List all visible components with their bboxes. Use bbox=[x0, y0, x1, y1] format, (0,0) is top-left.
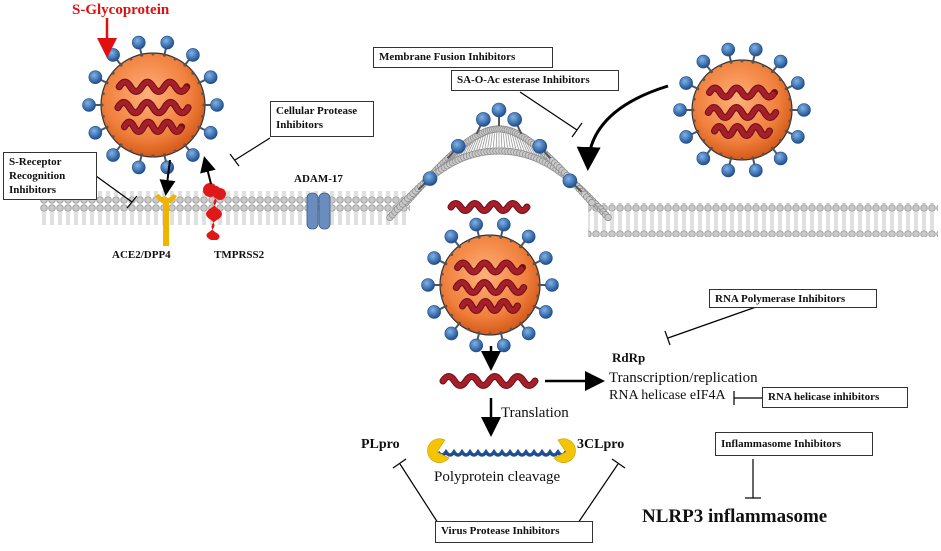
translation-label: Translation bbox=[501, 405, 569, 421]
fusion-arrow bbox=[576, 84, 669, 171]
membrane-bulge bbox=[386, 102, 612, 222]
cellular-protease-inhibitors-box: Cellular Protease Inhibitors bbox=[270, 101, 374, 137]
virus-protease-inhibitors-box: Virus Protease Inhibitors bbox=[435, 521, 593, 543]
rdrp-label: RdRp bbox=[612, 350, 646, 365]
inhibition-lines bbox=[95, 91, 762, 524]
adam17-protein-icon bbox=[306, 192, 331, 230]
plpro-protease-icon bbox=[427, 438, 450, 463]
tmprss2-protease-icon bbox=[203, 183, 226, 240]
inflammasome-inhibitors-box: Inflammasome Inhibitors bbox=[715, 432, 873, 456]
adam17-label: ADAM-17 bbox=[294, 173, 343, 185]
virion-center bbox=[421, 217, 559, 353]
virion-top-left bbox=[82, 35, 224, 175]
polyprotein-chain bbox=[427, 438, 576, 463]
tmprss2-to-virion-arrow bbox=[200, 156, 216, 185]
plpro-label: PLpro bbox=[361, 437, 400, 452]
nlrp3-inflammasome-label: NLRP3 inflammasome bbox=[642, 506, 828, 527]
s-receptor-inhibitors-box: S-Receptor Recognition Inhibitors bbox=[3, 152, 97, 200]
virion-to-ace2-arrow bbox=[159, 159, 176, 196]
membrane-fusion-inhibitors-box: Membrane Fusion Inhibitors bbox=[373, 47, 553, 68]
rna-helicase-inhibitors-box: RNA helicase inhibitors bbox=[762, 387, 908, 408]
3clpro-protease-icon bbox=[553, 438, 576, 463]
3clpro-label: 3CLpro bbox=[577, 437, 625, 452]
rna-helicase-eif4a-label: RNA helicase eIF4A bbox=[609, 388, 726, 403]
transcription-label: Transcription/replication bbox=[609, 370, 758, 386]
cell-membrane-right bbox=[588, 203, 938, 237]
rna-strand-icon bbox=[439, 373, 539, 389]
ace2-receptor-icon bbox=[155, 194, 177, 246]
s-glycoprotein-label: S-Glycoprotein bbox=[72, 2, 170, 18]
tmprss2-label: TMPRSS2 bbox=[214, 249, 265, 261]
ace2-label: ACE2/DPP4 bbox=[112, 249, 171, 261]
sa-o-ac-inhibitors-box: SA-O-Ac esterase Inhibitors bbox=[451, 70, 619, 91]
virion-top-right bbox=[673, 42, 811, 178]
rna-strand-icon bbox=[447, 200, 531, 214]
polyprotein-cleavage-label: Polyprotein cleavage bbox=[434, 469, 561, 485]
rna-polymerase-inhibitors-box: RNA Polymerase Inhibitors bbox=[709, 289, 877, 308]
